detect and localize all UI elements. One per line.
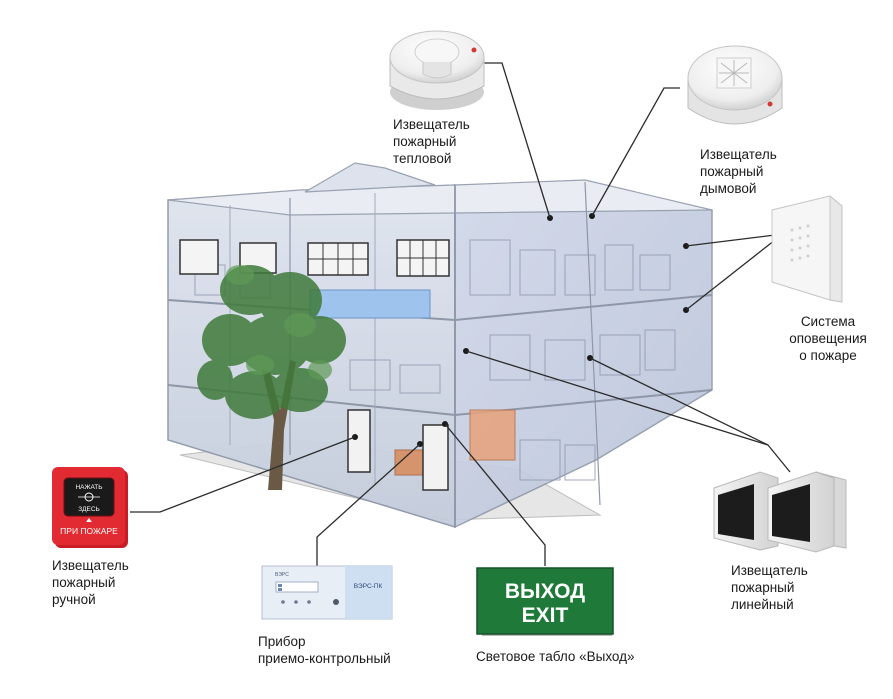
label-beam-line: линейный [731,597,794,612]
label-manual-call-point: Извещатель пожарный ручной [52,557,129,608]
beam-detector-icon [713,471,847,553]
tree [197,265,346,490]
label-alarm-line: о пожаре [799,348,857,363]
label-exit-sign: Световое табло «Выход» [476,648,635,665]
leader-alarm-2 [685,239,776,311]
heat-detector-icon [389,30,485,110]
label-manual-line: ручной [52,592,96,607]
label-beam-detector: Извещатель пожарный линейный [731,562,808,613]
label-alarm-line: оповещения [789,331,867,346]
label-manual-line: Извещатель [52,558,129,573]
label-manual-line: пожарный [52,575,116,590]
alarm-speaker-icon [771,195,843,303]
manual-top-text-1: НАЖАТЬ [75,484,102,491]
leader-panel [316,443,421,566]
manual-bottom-text: ПРИ ПОЖАРЕ [60,526,118,536]
exit-sign-line1: ВЫХОД [505,580,585,603]
label-heat-detector: Извещатель пожарный тепловой [393,116,470,167]
control-panel-icon: ВЭРС ВЭРС-ПК [261,565,393,620]
label-smoke-line: Извещатель [700,147,777,162]
manual-top-text-2: ЗДЕСЬ [78,506,100,513]
leader-exit [444,423,546,566]
manual-call-point-icon: НАЖАТЬ ЗДЕСЬ ПРИ ПОЖАРЕ [52,467,128,548]
label-smoke-detector: Извещатель пожарный дымовой [700,146,777,197]
door-main [422,424,449,491]
panel-brand: ВЭРС [275,572,289,578]
label-heat-line: Извещатель [393,117,470,132]
leader-manual [130,436,356,513]
leader-lines [130,62,791,566]
label-smoke-line: пожарный [700,164,764,179]
label-beam-line: Извещатель [731,563,808,578]
leader-beam-2 [589,357,769,446]
label-alarm-line: Система [800,314,856,329]
exit-sign-line2: EXIT [522,604,569,627]
orange-cabinet [469,409,516,461]
smoke-detector-icon [687,45,783,125]
facade-blue-sign [309,289,431,319]
label-panel-line: Прибор [258,634,306,649]
panel-model: ВЭРС-ПК [354,583,383,590]
label-panel-line: приемо-контрольный [258,651,391,666]
leader-alarm-1 [685,234,776,247]
exit-sign-icon: ВЫХОД EXIT [476,567,614,636]
leader-smoke [591,87,680,217]
door-left [347,409,371,473]
label-heat-line: тепловой [393,151,452,166]
label-control-panel: Прибор приемо-контрольный [258,633,391,667]
label-beam-line: пожарный [731,580,795,595]
interior-furniture [194,239,676,481]
label-smoke-line: дымовой [700,181,757,196]
label-heat-line: пожарный [393,134,457,149]
label-exit-line: Световое табло «Выход» [476,649,635,664]
roof [167,179,713,216]
label-alarm-system: Система оповещения о пожаре [778,313,878,364]
roof-gable [304,162,436,193]
right-facade [454,184,713,529]
leader-heat [484,62,551,219]
